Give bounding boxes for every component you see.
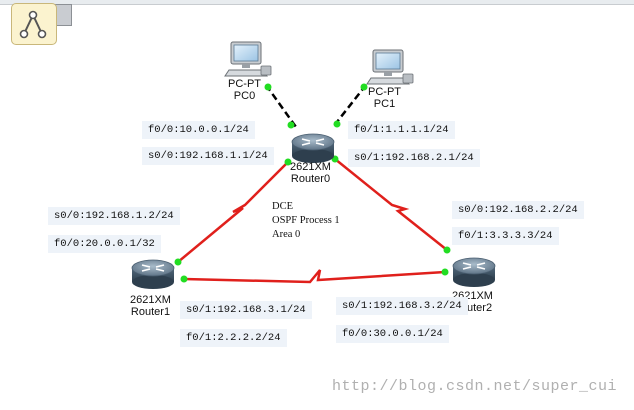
router0-model: 2621XM	[290, 161, 331, 173]
pc0-name: PC0	[233, 90, 256, 102]
note-r1-f00[interactable]: f0/0:20.0.0.1/32	[48, 235, 161, 253]
watermark: http://blog.csdn.net/super_cui	[332, 378, 618, 395]
dce-label: DCE	[272, 201, 293, 212]
router0-name: Router0	[290, 173, 331, 185]
note-r0-f00[interactable]: f0/0:10.0.0.1/24	[142, 121, 255, 139]
link-router0-router2[interactable]	[334, 158, 448, 251]
link-pc0-router0[interactable]	[264, 84, 298, 128]
note-r2-s00[interactable]: s0/0:192.168.2.2/24	[452, 201, 584, 219]
router1-name: Router1	[130, 306, 171, 318]
pc1-icon[interactable]	[366, 49, 414, 85]
port-r0-s00	[284, 158, 292, 166]
router2-icon[interactable]	[452, 257, 496, 287]
pc0-type: PC-PT	[228, 78, 261, 90]
area-label: Area 0	[272, 229, 301, 240]
pc0-icon[interactable]	[224, 41, 272, 77]
note-r2-f01[interactable]: f0/1:3.3.3.3/24	[452, 227, 559, 245]
port-pc1	[360, 83, 368, 91]
port-r2-s00	[443, 246, 451, 254]
port-r1-s00	[174, 258, 182, 266]
topology-icon	[19, 10, 47, 39]
note-r0-s01[interactable]: s0/1:192.168.2.1/24	[348, 149, 480, 167]
note-r2-s01[interactable]: s0/1:192.168.3.2/24	[336, 297, 468, 315]
note-r0-f01[interactable]: f0/1:1.1.1.1/24	[348, 121, 455, 139]
port-r0-f00	[287, 121, 295, 129]
port-pc0	[264, 83, 272, 91]
port-r0-f01	[333, 120, 341, 128]
pc0-label: PC-PT PC0	[228, 78, 261, 102]
router1-label: 2621XM Router1	[130, 294, 171, 318]
logical-workspace-icon[interactable]	[11, 3, 57, 45]
link-router1-router2[interactable]	[183, 269, 446, 284]
note-r1-s00[interactable]: s0/0:192.168.1.2/24	[48, 207, 180, 225]
router1-icon[interactable]	[131, 259, 175, 289]
pc1-label: PC-PT PC1	[368, 86, 401, 110]
router0-label: 2621XM Router0	[290, 161, 331, 185]
port-indicators	[174, 83, 451, 283]
ospf-annotation[interactable]: DCE OSPF Process 1 Area 0	[272, 200, 340, 242]
link-router0-router1[interactable]	[177, 161, 289, 263]
pc1-name: PC1	[373, 98, 396, 110]
router1-model: 2621XM	[130, 294, 171, 306]
note-r1-f01[interactable]: f0/1:2.2.2.2/24	[180, 329, 287, 347]
port-r2-s01	[441, 268, 449, 276]
link-pc1-router0[interactable]	[332, 84, 367, 128]
top-toolbar-strip	[0, 0, 634, 5]
note-r1-s01[interactable]: s0/1:192.168.3.1/24	[180, 301, 312, 319]
note-r0-s00[interactable]: s0/0:192.168.1.1/24	[142, 147, 274, 165]
ospf-process-label: OSPF Process 1	[272, 215, 340, 226]
router0-icon[interactable]	[291, 133, 335, 163]
note-r2-f00[interactable]: f0/0:30.0.0.1/24	[336, 325, 449, 343]
pc1-type: PC-PT	[368, 86, 401, 98]
port-r1-s01	[180, 275, 188, 283]
